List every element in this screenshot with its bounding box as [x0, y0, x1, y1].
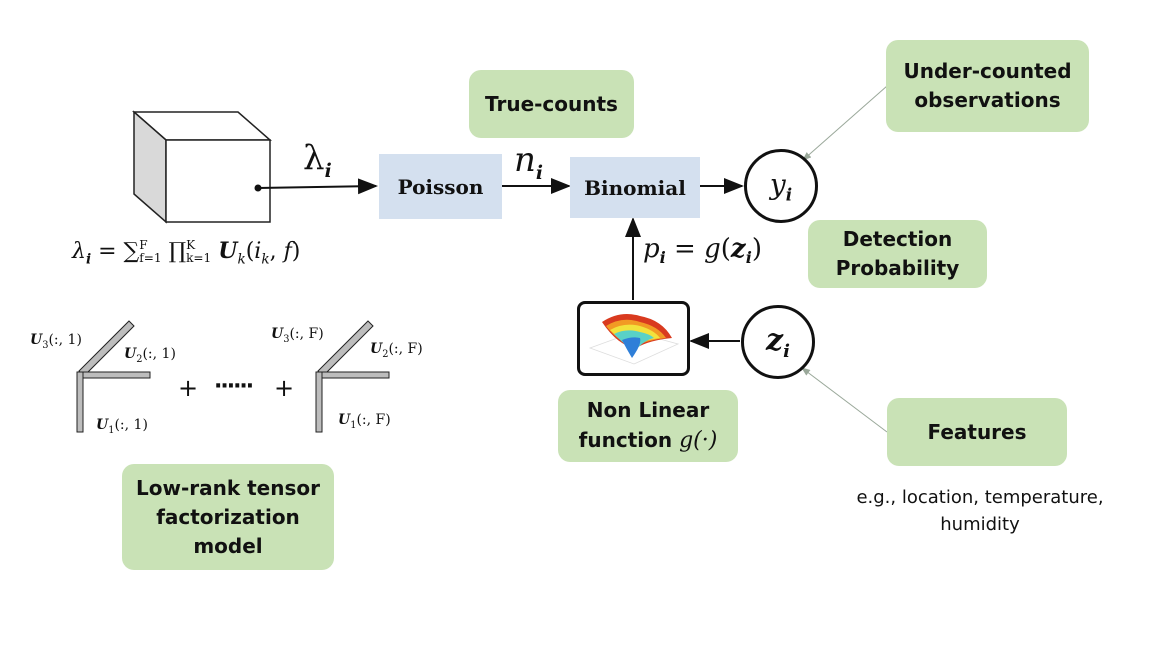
u1-right-U: U [338, 412, 351, 428]
lambda-i-label: λi [303, 138, 332, 182]
u2-left-U: U [124, 346, 137, 362]
detection-line-2: Probability [835, 256, 960, 280]
p-symbol: p [643, 234, 660, 264]
u1-right-arg: (:, F) [356, 412, 391, 428]
u3-right-label: U3(:, F) [271, 326, 324, 345]
nonlinear-line-2: function [578, 427, 673, 452]
features-box: Features [887, 398, 1067, 466]
plus-sign-2: + [274, 374, 295, 402]
z-in-eq: z [730, 234, 746, 264]
u2-right-arg: (:, F) [388, 341, 423, 357]
detection-prob-equation: pi = g(zi) [643, 234, 762, 268]
z-subscript: i [783, 340, 790, 362]
u2-left-arg: (:, 1) [142, 346, 176, 362]
g-dot-symbol: g(·) [679, 427, 718, 453]
factor-glyph-left [76, 320, 151, 433]
binomial-label: Binomial [584, 175, 686, 200]
true-counts-box: True-counts [469, 70, 634, 138]
u3-left-sub: 3 [42, 339, 49, 351]
z-eq-subscript: i [745, 248, 752, 268]
binomial-box: Binomial [570, 157, 700, 218]
nonlinear-function-plot [577, 301, 690, 376]
u1-left-sub: 1 [108, 424, 115, 436]
plus-sign-1: + [178, 374, 199, 402]
n-subscript: i [535, 161, 544, 184]
u3-left-U: U [30, 332, 43, 348]
u1-right-label: U1(:, F) [338, 412, 391, 431]
true-counts-label: True-counts [485, 91, 618, 116]
y-subscript: i [785, 184, 793, 205]
low-rank-line-3: model [193, 533, 263, 558]
u2-left-label: U2(:, 1) [124, 346, 176, 365]
under-counted-line-1: Under-counted [903, 59, 1072, 83]
nonlinear-line-1: Non Linear [586, 397, 710, 422]
poisson-label: Poisson [397, 174, 484, 199]
u1-left-label: U1(:, 1) [96, 417, 148, 436]
u3-left-arg: (:, 1) [48, 332, 82, 348]
p-subscript: i [659, 248, 666, 268]
features-examples: e.g., location, temperature, humidity [840, 484, 1120, 538]
n-symbol: n [514, 140, 536, 180]
lambda-subscript: i [324, 159, 332, 182]
under-counted-line-2: observations [914, 88, 1061, 112]
features-note-line-1: e.g., location, temperature, [856, 487, 1104, 508]
under-counted-box: Under-counted observations [886, 40, 1089, 132]
tensor-cube [132, 110, 272, 224]
u1-left-U: U [96, 417, 109, 433]
u2-right-sub: 2 [382, 348, 389, 360]
y-node: yi [744, 149, 818, 223]
prod-upper: K [186, 238, 196, 253]
detection-line-1: Detection [842, 227, 953, 251]
arrow-lambda-to-poisson [257, 178, 378, 195]
pointer-to-z [801, 367, 888, 433]
u3-right-sub: 3 [283, 333, 290, 345]
surface-plot-icon [588, 314, 680, 365]
u1-left-arg: (:, 1) [114, 417, 148, 433]
lf-lambda: λ [72, 239, 86, 264]
u2-right-U: U [370, 341, 383, 357]
low-rank-model-box: Low-rank tensor factorization model [122, 464, 334, 570]
u3-right-arg: (:, F) [289, 326, 324, 342]
factor-glyph-right [315, 320, 390, 433]
g-symbol: g [704, 234, 721, 264]
sum-upper: F [139, 238, 148, 253]
low-rank-line-1: Low-rank tensor [136, 475, 320, 500]
prod-lower: k=1 [186, 251, 212, 265]
u3-right-U: U [271, 326, 284, 342]
sum-lower: f=1 [139, 251, 162, 265]
lf-U: U [218, 238, 238, 264]
u2-right-label: U2(:, F) [370, 341, 423, 360]
z-node: zi [741, 305, 815, 379]
n-i-label: ni [514, 140, 543, 184]
features-note-line-2: humidity [940, 514, 1020, 535]
low-rank-line-2: factorization [156, 504, 300, 529]
poisson-box: Poisson [379, 154, 502, 219]
nonlinear-function-box: Non Linear function g(·) [558, 390, 738, 462]
z-symbol: z [766, 322, 784, 358]
features-label: Features [927, 419, 1027, 444]
u2-left-sub: 2 [136, 353, 143, 365]
u3-left-label: U3(:, 1) [30, 332, 82, 351]
u1-right-sub: 1 [350, 419, 357, 431]
ellipsis-dots: ······ [214, 374, 254, 399]
pointer-to-y [802, 85, 888, 161]
y-symbol: y [769, 167, 786, 201]
lf-sub: i [85, 251, 92, 268]
lambda-symbol: λ [303, 138, 325, 178]
detection-probability-box: Detection Probability [808, 220, 987, 288]
